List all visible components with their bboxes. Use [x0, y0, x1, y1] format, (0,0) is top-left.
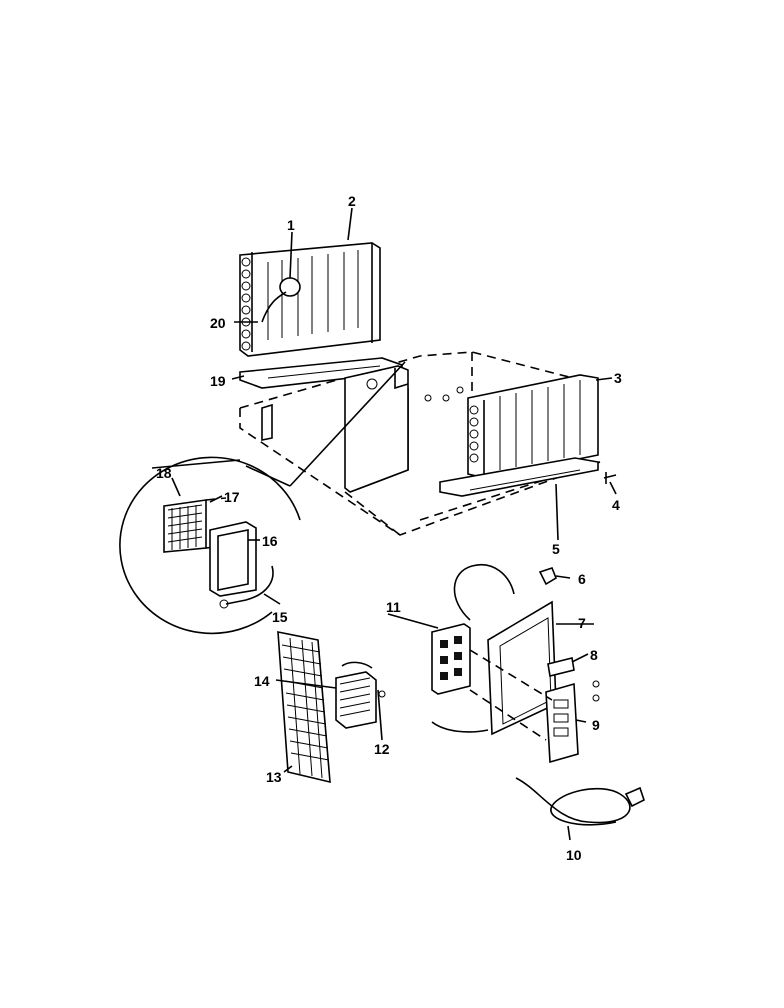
callout-14: 14 [254, 673, 270, 689]
callout-6: 6 [578, 571, 586, 587]
control-panel [431, 563, 600, 764]
screw-part-4 [603, 472, 617, 484]
callout-15: 15 [272, 609, 288, 625]
screw-icon [456, 386, 464, 394]
callout-2: 2 [348, 193, 356, 209]
callout-9: 9 [592, 717, 600, 733]
callout-1: 1 [287, 217, 295, 233]
callout-labels: 1 2 3 4 5 6 7 8 9 10 11 12 13 14 15 16 1… [156, 193, 622, 863]
callout-16: 16 [262, 533, 278, 549]
callout-17: 17 [224, 489, 240, 505]
callout-10: 10 [566, 847, 582, 863]
callout-7: 7 [578, 615, 586, 631]
callout-8: 8 [590, 647, 598, 663]
front-grille [277, 631, 386, 784]
evaporator-coil [239, 242, 381, 357]
callout-5: 5 [552, 541, 560, 557]
condenser-coil [439, 374, 599, 497]
callout-11: 11 [386, 599, 401, 615]
partition-bracket [261, 365, 409, 493]
screw-icon [424, 394, 432, 402]
detail-circle [119, 361, 406, 635]
callout-19: 19 [210, 373, 226, 389]
callout-4: 4 [612, 497, 620, 513]
callout-3: 3 [614, 370, 622, 386]
leader-lines [171, 207, 617, 841]
power-cord [515, 777, 645, 826]
callout-13: 13 [266, 769, 282, 785]
screw-icon [442, 394, 450, 402]
callout-12: 12 [374, 741, 390, 757]
callout-20: 20 [210, 315, 226, 331]
callout-18: 18 [156, 465, 172, 481]
